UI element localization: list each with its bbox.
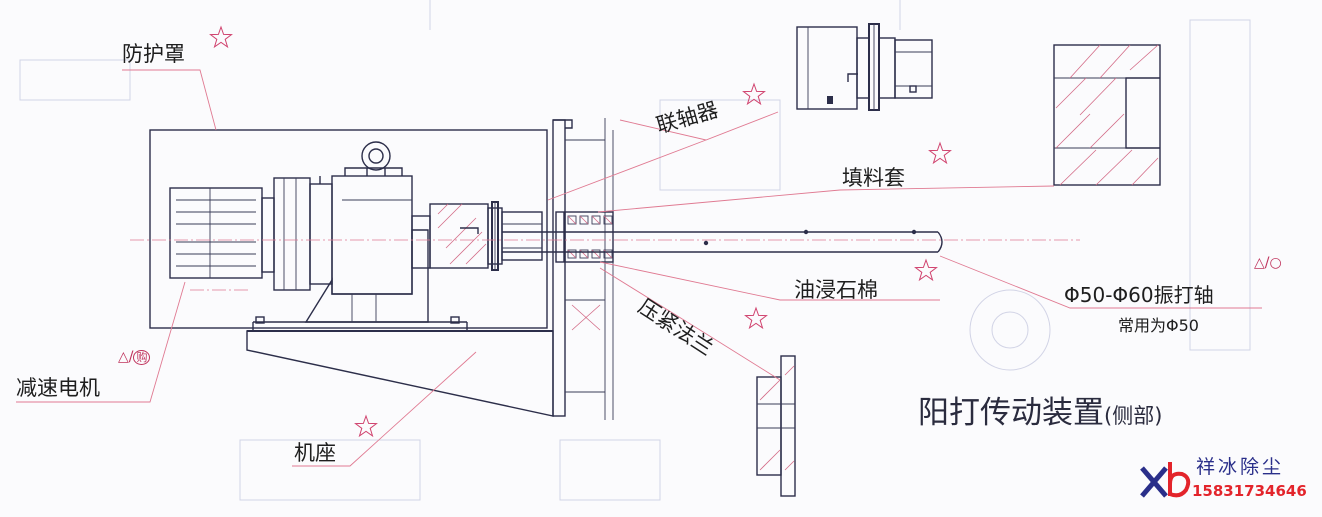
wall-plate xyxy=(552,118,614,420)
purchase-mark: 购 xyxy=(133,350,151,365)
label-guard: 防护罩 xyxy=(122,42,185,66)
label-shaft: Φ50-Φ60振打轴 xyxy=(1064,283,1214,307)
drawing-title: 阳打传动装置(侧部) xyxy=(918,395,1163,431)
logo-mark xyxy=(1140,462,1191,498)
reduction-motor xyxy=(169,141,431,323)
detail-gland-flange xyxy=(756,355,796,497)
label-packing-sleeve: 填料套 xyxy=(842,166,905,190)
revision-stars xyxy=(209,25,952,438)
drawing-title-sub: (侧部) xyxy=(1104,404,1163,428)
background-show-through xyxy=(19,0,1251,501)
detail-coupling xyxy=(796,23,933,111)
detail-packing-sleeve xyxy=(1053,44,1161,186)
leader-lines xyxy=(16,69,1262,467)
packing-sleeve-assembly xyxy=(555,211,614,263)
label-base: 机座 xyxy=(294,441,336,465)
protective-guard xyxy=(149,129,548,329)
machine-base xyxy=(246,316,554,417)
label-oil-asbestos: 油浸石棉 xyxy=(794,278,878,302)
label-shaft-note: 常用为Φ50 xyxy=(1118,316,1199,335)
logo-company: 祥冰除尘 xyxy=(1196,456,1285,478)
coupling-assembly xyxy=(429,201,543,271)
rapping-shaft xyxy=(502,229,943,253)
label-motor-mark: △/购 xyxy=(118,350,151,365)
center-lines xyxy=(130,239,1080,291)
label-motor: 减速电机 xyxy=(16,376,100,400)
label-shaft-mark: △/○ xyxy=(1254,255,1282,271)
logo-phone: 15831734646 xyxy=(1192,482,1307,500)
